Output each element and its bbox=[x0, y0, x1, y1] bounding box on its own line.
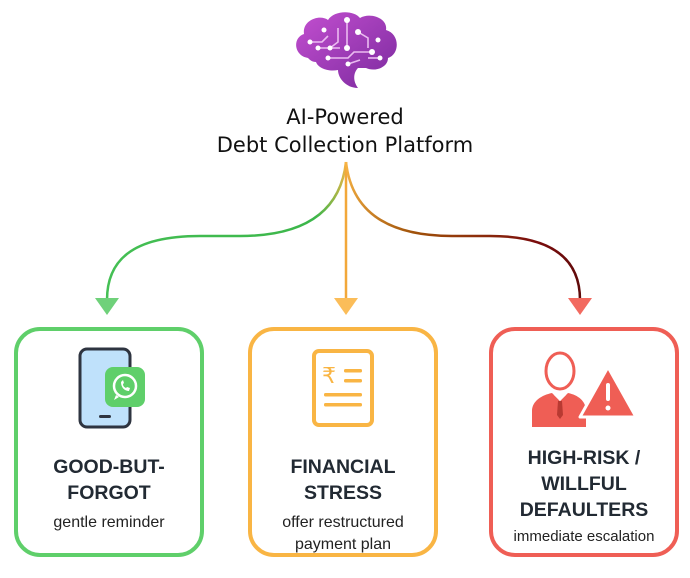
arrowhead-orange bbox=[334, 298, 358, 315]
segment-title: HIGH-RISK / bbox=[527, 447, 641, 469]
segment-title: DEFAULTERS bbox=[519, 499, 649, 521]
arrowhead-red bbox=[568, 298, 592, 315]
segment-title: FORGOT bbox=[67, 482, 151, 504]
platform-title-line1: AI-Powered bbox=[286, 105, 404, 129]
brain-circuit-icon bbox=[296, 12, 397, 88]
segment-title: STRESS bbox=[303, 482, 383, 504]
platform-title-line2: Debt Collection Platform bbox=[216, 133, 474, 157]
segment-action: offer restructured bbox=[282, 514, 404, 531]
segment-card-high-risk: HIGH-RISK / WILLFUL DEFAULTERS immediate… bbox=[489, 327, 679, 557]
segment-title: FINANCIAL bbox=[290, 456, 396, 478]
defaulter-warning-icon bbox=[493, 345, 675, 433]
segment-action: payment plan bbox=[294, 536, 392, 553]
segment-title: GOOD-BUT- bbox=[53, 456, 165, 478]
segment-title: WILLFUL bbox=[541, 473, 627, 495]
connector-right bbox=[344, 161, 582, 301]
rupee-document-icon: ₹ bbox=[252, 345, 434, 433]
svg-text:₹: ₹ bbox=[322, 364, 336, 389]
whatsapp-phone-icon bbox=[18, 345, 200, 433]
segment-action: immediate escalation bbox=[513, 528, 655, 545]
segment-action: gentle reminder bbox=[53, 514, 165, 531]
segment-card-good-but-forgot: GOOD-BUT- FORGOT gentle reminder bbox=[14, 327, 204, 557]
segment-card-financial-stress: ₹ FINANCIAL STRESS offer restructured pa… bbox=[248, 327, 438, 557]
arrowhead-green bbox=[95, 298, 119, 315]
connector-left bbox=[105, 161, 348, 301]
